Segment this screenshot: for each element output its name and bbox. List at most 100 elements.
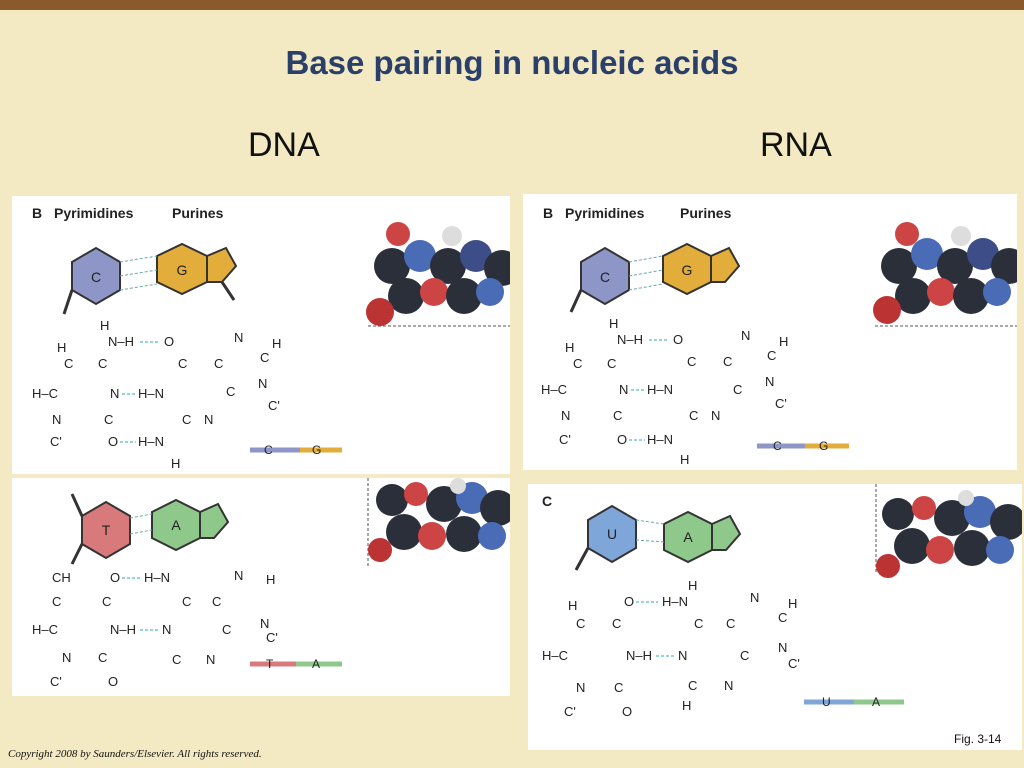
ta-ball-stick-model: T A [70, 493, 230, 565]
bar-label-a: A [312, 657, 320, 671]
ball-label-c: C [600, 269, 610, 285]
svg-text:N: N [52, 412, 61, 427]
svg-text:N: N [162, 622, 171, 637]
rna-cg-space-filling-model [873, 222, 1017, 327]
pyrimidines-heading: Pyrimidines [54, 205, 134, 221]
svg-text:N–H: N–H [108, 334, 134, 349]
ball-label-a: A [171, 517, 181, 533]
svg-text:C: C [778, 610, 787, 625]
figure-number: Fig. 3-14 [954, 732, 1002, 746]
panel-letter-b: B [543, 205, 553, 221]
ball-label-g: G [177, 262, 188, 278]
svg-text:C: C [694, 616, 703, 631]
svg-text:C: C [687, 354, 696, 369]
svg-text:N–H: N–H [626, 648, 652, 663]
svg-text:CH: CH [52, 570, 71, 585]
svg-text:H: H [272, 336, 281, 351]
svg-text:C: C [689, 408, 698, 423]
svg-text:C: C [182, 594, 191, 609]
svg-text:N: N [62, 650, 71, 665]
svg-text:C: C [52, 594, 61, 609]
bar-label-g: G [819, 439, 828, 453]
svg-text:H: H [266, 572, 275, 587]
svg-text:C': C' [268, 398, 280, 413]
svg-text:C': C' [788, 656, 800, 671]
svg-text:O: O [164, 334, 174, 349]
svg-text:C: C [576, 616, 585, 631]
bar-label-c: C [773, 439, 782, 453]
bar-label-g: G [312, 443, 321, 457]
ball-label-t: T [102, 522, 111, 538]
bar-label-u: U [822, 695, 831, 709]
svg-text:H: H [100, 318, 109, 333]
purines-heading: Purines [172, 205, 224, 221]
slide-title: Base pairing in nucleic acids [285, 44, 739, 81]
svg-text:H–C: H–C [542, 648, 568, 663]
svg-text:N: N [110, 386, 119, 401]
top-border-bar [0, 0, 1024, 10]
svg-text:O: O [108, 674, 118, 689]
svg-text:H: H [565, 340, 574, 355]
svg-text:C': C' [775, 396, 787, 411]
svg-text:N: N [750, 590, 759, 605]
svg-text:N: N [234, 568, 243, 583]
ball-label-u: U [607, 526, 617, 542]
svg-text:O: O [624, 594, 634, 609]
svg-text:N: N [711, 408, 720, 423]
svg-text:C: C [102, 594, 111, 609]
svg-text:C': C' [50, 674, 62, 689]
svg-text:C: C [182, 412, 191, 427]
svg-text:C': C' [266, 630, 278, 645]
dna-cg-figure: B Pyrimidines Purines C G HN– [32, 205, 510, 471]
svg-text:N: N [204, 412, 213, 427]
svg-text:O: O [110, 570, 120, 585]
svg-text:C: C [98, 650, 107, 665]
svg-text:C: C [688, 678, 697, 693]
ball-label-a: A [683, 529, 693, 545]
svg-text:C: C [214, 356, 223, 371]
svg-text:C: C [178, 356, 187, 371]
svg-text:H: H [788, 596, 797, 611]
svg-text:C: C [613, 408, 622, 423]
svg-text:H–N: H–N [138, 434, 164, 449]
svg-text:N: N [561, 408, 570, 423]
ua-space-filling-model [875, 484, 1022, 578]
svg-text:C: C [260, 350, 269, 365]
svg-text:N: N [260, 616, 269, 631]
svg-text:O: O [673, 332, 683, 347]
copyright-notice: Copyright 2008 by Saunders/Elsevier. All… [8, 748, 262, 760]
svg-text:H–N: H–N [138, 386, 164, 401]
svg-text:H: H [779, 334, 788, 349]
panel-letter-b: B [32, 205, 42, 221]
svg-text:N: N [765, 374, 774, 389]
svg-text:C': C' [564, 704, 576, 719]
svg-text:C: C [726, 616, 735, 631]
rna-cg-ball-stick-model: C G [569, 242, 741, 313]
svg-text:C: C [212, 594, 221, 609]
svg-text:H–N: H–N [144, 570, 170, 585]
svg-text:C: C [64, 356, 73, 371]
svg-text:H: H [680, 452, 689, 467]
svg-text:N: N [741, 328, 750, 343]
cg-space-filling-model [366, 222, 510, 327]
svg-text:N: N [258, 376, 267, 391]
svg-text:N–H: N–H [617, 332, 643, 347]
svg-text:C: C [226, 384, 235, 399]
svg-text:C': C' [559, 432, 571, 447]
svg-text:C: C [614, 680, 623, 695]
svg-text:C: C [573, 356, 582, 371]
svg-text:C: C [222, 622, 231, 637]
svg-text:C: C [104, 412, 113, 427]
svg-text:O: O [617, 432, 627, 447]
panel-letter-c: C [542, 493, 552, 509]
rna-column-label: RNA [760, 126, 832, 164]
svg-text:N: N [724, 678, 733, 693]
svg-text:H: H [688, 578, 697, 593]
